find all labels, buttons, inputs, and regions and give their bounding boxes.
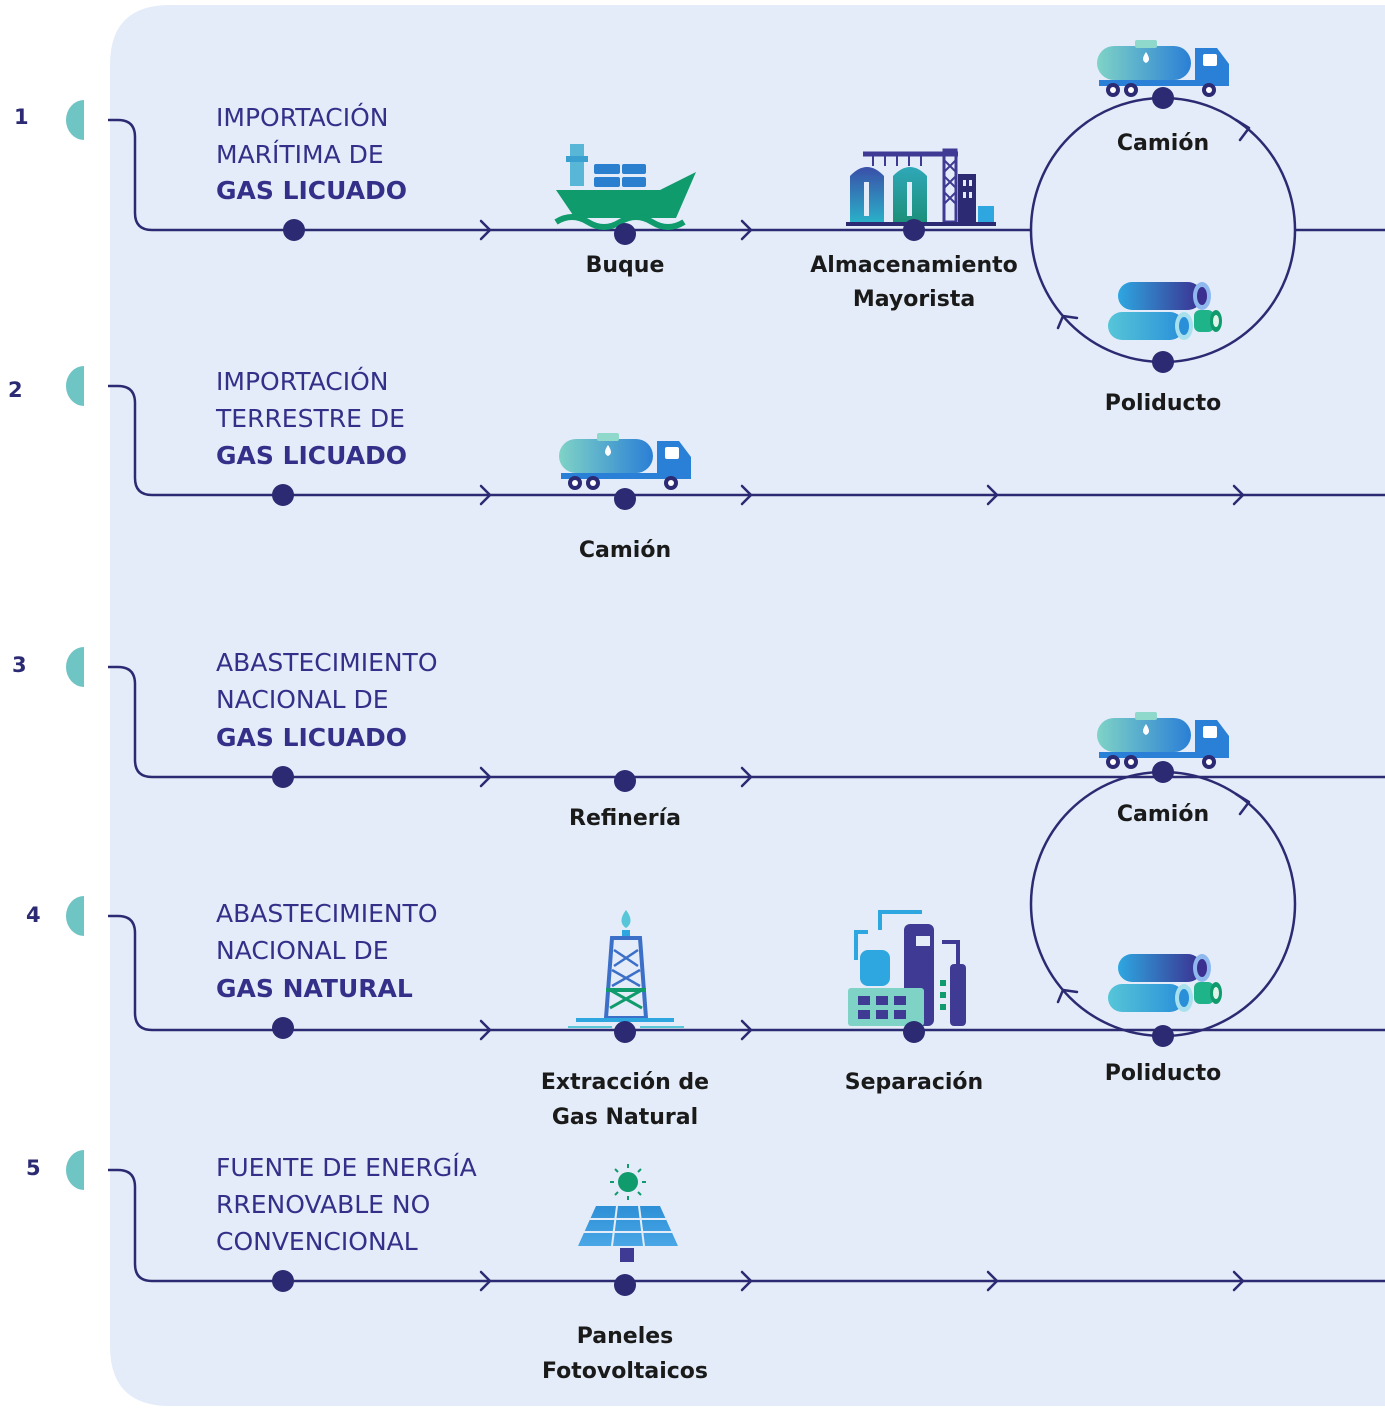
node-dot [283,219,305,241]
row-5-number: 5 [26,1156,41,1180]
node-label-camion: Camión [1117,802,1209,827]
node-dot [272,1017,294,1039]
node-label-paneles-2: Fotovoltaicos [542,1359,708,1384]
node-dots [272,87,1174,1296]
node-dot [272,484,294,506]
node-label-extraccion-2: Gas Natural [552,1105,698,1130]
arrow [740,1019,753,1041]
node-label-camion: Camión [1117,131,1209,156]
arrow [1232,484,1245,506]
row-1-number: 1 [14,105,29,129]
separation-plant-icon [848,910,966,1026]
node-dot [614,1021,636,1043]
arrow [740,219,753,241]
row-5-line [108,1168,1385,1283]
node-dot [614,223,636,245]
row-5-heading-line2: RRENOVABLE NO [216,1190,430,1219]
node-label-poliducto: Poliducto [1105,391,1221,416]
node-dot [614,488,636,510]
row-4-line [108,914,1385,1032]
node-label-refineria: Refinería [569,806,681,831]
row-1-heading-line1: IMPORTACIÓN [216,102,388,132]
row-2-tab [66,366,84,406]
row-4-heading: ABASTECIMIENTO NACIONAL DE GAS NATURAL [216,899,438,1003]
arrow [479,766,492,788]
row-4-number: 4 [26,903,41,927]
node-dot [1152,1025,1174,1047]
background-panel [110,5,1385,1406]
arrow [479,219,492,241]
node-dot [1152,761,1174,783]
row-2-heading-line3: GAS LICUADO [216,441,407,470]
row-1-line [108,118,1031,232]
arrow [740,484,753,506]
loop-2-arrow-left [1056,988,1079,1004]
node-dot [903,1021,925,1043]
loop-2-arrow-right [1234,792,1251,816]
row-3-line [108,665,1385,779]
node-label-paneles-1: Paneles [577,1324,674,1349]
row-5-heading-line1: FUENTE DE ENERGÍA [216,1153,477,1182]
node-dot [614,770,636,792]
flow-lines [108,96,1385,1283]
row-tabs [66,100,84,1190]
node-label-buque: Buque [586,253,665,278]
row-1-heading-line2: MARÍTIMA DE [216,140,384,169]
loop-1-arrow-right [1234,118,1251,142]
arrow [986,1270,999,1292]
node-label-almacenamiento-1: Almacenamiento [810,253,1018,278]
row-3-tab [66,647,84,687]
arrow [479,484,492,506]
node-dot [272,766,294,788]
row-1-tab [66,100,84,140]
arrow [479,1270,492,1292]
row-1-heading-line3: GAS LICUADO [216,176,407,205]
arrow [740,1270,753,1292]
row-1-heading: IMPORTACIÓN MARÍTIMA DE GAS LICUADO [216,102,407,205]
row-4-heading-line2: NACIONAL DE [216,936,389,965]
node-dot [903,219,925,241]
row-2-heading-line2: TERRESTRE DE [215,404,405,433]
row-4-heading-line1: ABASTECIMIENTO [216,899,438,928]
row-3-heading: ABASTECIMIENTO NACIONAL DE GAS LICUADO [216,648,438,752]
gas-rig-icon [568,910,684,1028]
row-2-heading: IMPORTACIÓN TERRESTRE DE GAS LICUADO [215,366,407,470]
arrow [479,1019,492,1041]
arrow [740,766,753,788]
node-dot [1152,87,1174,109]
node-label-separacion: Separación [845,1070,983,1095]
row-5-tab [66,1150,84,1190]
row-5-heading-line3: CONVENCIONAL [216,1227,418,1256]
node-label-poliducto: Poliducto [1105,1061,1221,1086]
node-label-extraccion-1: Extracción de [541,1070,709,1095]
row-2-heading-line1: IMPORTACIÓN [216,366,388,396]
solar-panel-icon [578,1164,678,1262]
row-2-line [108,384,1385,497]
node-dot [614,1274,636,1296]
node-dot [1152,351,1174,373]
arrow [986,484,999,506]
row-3-heading-line3: GAS LICUADO [216,723,407,752]
row-3-heading-line2: NACIONAL DE [216,685,389,714]
row-4-heading-line3: GAS NATURAL [216,974,413,1003]
row-3-number: 3 [12,653,27,677]
row-5-heading: FUENTE DE ENERGÍA RRENOVABLE NO CONVENCI… [216,1153,477,1256]
node-label-almacenamiento-2: Mayorista [853,287,975,312]
row-3-heading-line1: ABASTECIMIENTO [216,648,438,677]
flow-arrows [479,118,1251,1292]
row-4-tab [66,896,84,936]
node-label-camion: Camión [579,538,671,563]
arrow [1232,1270,1245,1292]
node-dot [272,1270,294,1292]
ship-icon [554,144,696,230]
loop-1-arrow-left [1056,314,1079,330]
row-2-number: 2 [8,378,23,402]
